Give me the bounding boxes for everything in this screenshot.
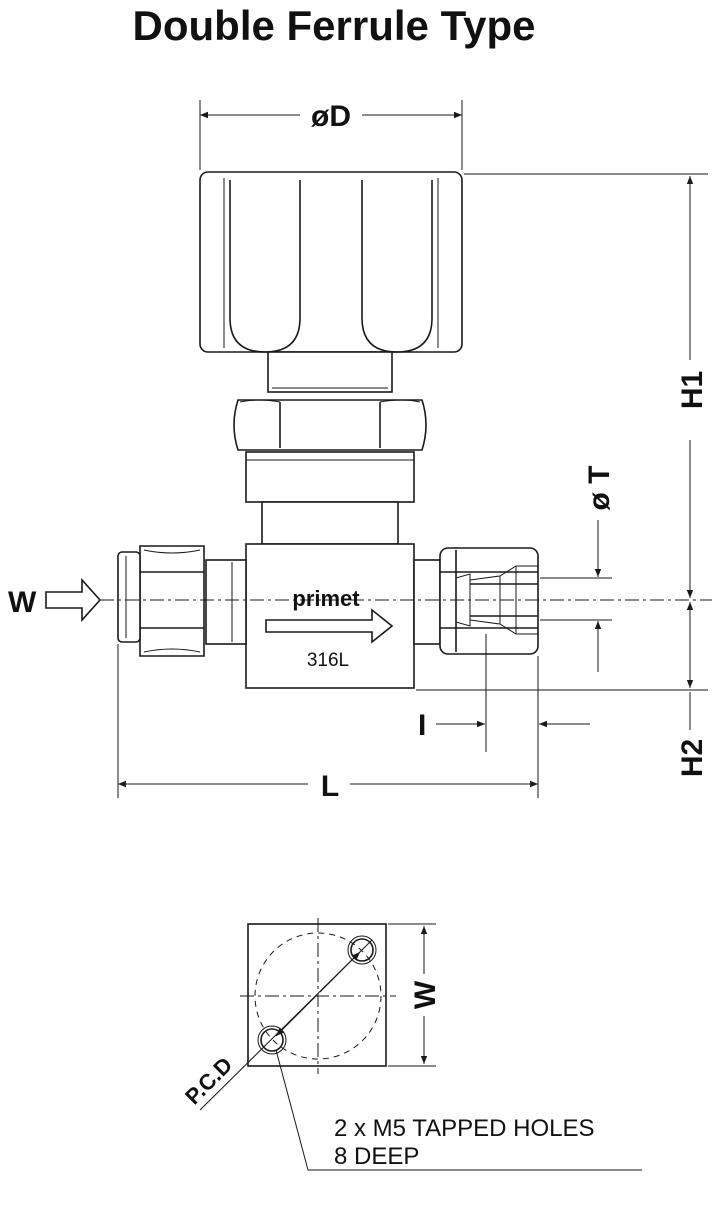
inlet-flow-arrow — [45, 577, 102, 623]
body-flow-arrow — [265, 608, 394, 644]
length-l-label: L — [321, 770, 339, 803]
width-w-label: W — [409, 980, 442, 1009]
bonnet-body — [245, 451, 415, 545]
height-h2-label: H2 — [676, 739, 709, 777]
tube-t-label: ø T — [583, 466, 616, 511]
valve-body — [245, 543, 415, 689]
dimension-tube-t: ø T — [540, 466, 616, 672]
tapped-holes-note: 2 x M5 TAPPED HOLES — [334, 1115, 595, 1142]
valve-handle — [199, 171, 463, 353]
dimension-insertion-i: I — [418, 634, 590, 798]
right-fitting — [413, 547, 539, 655]
bonnet-nut — [233, 399, 427, 451]
bottom-view: P.C.D W 2 x M5 TAPPED HOLES 8 DEEP — [180, 918, 642, 1171]
dimension-diameter-d: øD — [199, 100, 463, 170]
left-fitting — [117, 545, 247, 657]
page-title: Double Ferrule Type — [132, 2, 536, 49]
tapped-depth-note: 8 DEEP — [334, 1143, 419, 1170]
material-marking: 316L — [307, 650, 349, 671]
dimension-length-l: L — [117, 644, 538, 803]
diameter-d-label: øD — [311, 100, 351, 133]
brand-marking: primet — [292, 586, 360, 611]
insertion-i-label: I — [418, 709, 426, 742]
dimension-heights: H1 H2 — [416, 173, 709, 777]
valve-stem — [267, 351, 393, 393]
height-h1-label: H1 — [676, 371, 709, 409]
flow-label: W — [8, 586, 37, 619]
